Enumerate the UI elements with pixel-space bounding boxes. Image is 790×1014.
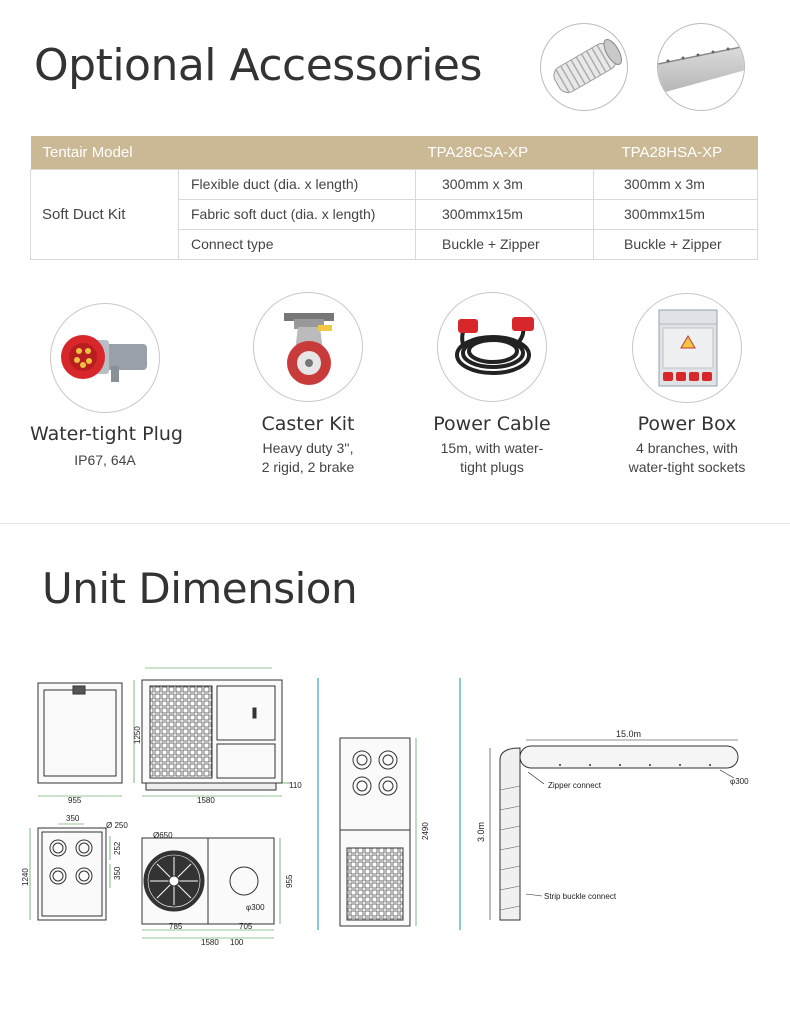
- top-view-left: [37, 827, 107, 921]
- row-label: Flexible duct (dia. x length): [178, 168, 416, 200]
- label-350: 350: [66, 814, 80, 823]
- section-divider: [0, 523, 790, 524]
- table-row: Fabric soft duct (dia. x length) 300mmx1…: [31, 198, 758, 230]
- label-diam-650: Ø650: [153, 831, 173, 840]
- item-sub-caster-2: 2 rigid, 2 brake: [261, 459, 355, 475]
- item-sub-cable-2: tight plugs: [460, 459, 524, 475]
- label-955: 955: [68, 796, 82, 805]
- label-3m: 3.0m: [476, 822, 486, 842]
- item-sub-plug: IP67, 64A: [74, 452, 136, 468]
- item-title-caster: Caster Kit: [261, 413, 355, 435]
- label-100: 100: [230, 938, 244, 947]
- top-view-fan: [141, 837, 275, 925]
- label-1580: 1580: [197, 796, 215, 805]
- header-model-a: TPA28CSA-XP: [415, 136, 594, 169]
- table-header-row: Tentair Model TPA28CSA-XP TPA28HSA-XP: [30, 136, 758, 169]
- item-sub-powerbox-2: water-tight sockets: [628, 459, 746, 475]
- unit-dimension-drawings: 955 1580 1250 110 350 Ø 250 252 350 1240: [21, 667, 749, 947]
- tall-side-view: [339, 737, 411, 927]
- label-252: 252: [113, 841, 122, 855]
- table-row: Connect type Buckle + Zipper Buckle + Zi…: [31, 228, 758, 260]
- spec-table: Tentair Model TPA28CSA-XP TPA28HSA-XP So…: [30, 136, 758, 260]
- label-1240: 1240: [21, 868, 30, 886]
- label-phi-300: φ300: [246, 903, 265, 912]
- label-phi-300b: φ300: [730, 777, 749, 786]
- label-785: 785: [169, 922, 183, 931]
- label-1250: 1250: [133, 726, 142, 744]
- label-zipper-connect: Zipper connect: [548, 781, 602, 790]
- row-value-b: 300mmx15m: [593, 198, 758, 230]
- item-title-cable: Power Cable: [433, 413, 551, 435]
- header-model-label: Tentair Model: [30, 136, 416, 169]
- row-value-a: 300mm x 3m: [415, 168, 594, 200]
- flexible-duct-photo: [540, 23, 628, 111]
- item-sub-caster-1: Heavy duty 3'',: [262, 440, 354, 456]
- label-110: 110: [289, 781, 302, 790]
- water-tight-plug-photo: [50, 303, 160, 413]
- header-model-b: TPA28HSA-XP: [593, 136, 758, 169]
- section-title-accessories: Optional Accessories: [34, 40, 482, 91]
- duct-drawing: [499, 745, 739, 921]
- table-row: Soft Duct Kit Flexible duct (dia. x leng…: [30, 168, 758, 260]
- item-sub-cable-1: 15m, with water-: [440, 440, 544, 456]
- label-705: 705: [239, 922, 253, 931]
- section-title-dimension: Unit Dimension: [42, 564, 358, 613]
- fabric-duct-photo: [657, 23, 745, 111]
- item-sub-powerbox-1: 4 branches, with: [636, 440, 738, 456]
- row-value-a: Buckle + Zipper: [415, 228, 594, 260]
- row-label: Fabric soft duct (dia. x length): [178, 198, 416, 230]
- label-955b: 955: [285, 874, 294, 888]
- group-label: Soft Duct Kit: [30, 168, 179, 260]
- power-cable-photo: [437, 292, 547, 402]
- label-1580b: 1580: [201, 938, 219, 947]
- power-box-photo: [632, 293, 742, 403]
- label-2490: 2490: [421, 822, 430, 840]
- caster-kit-photo: [253, 292, 363, 402]
- label-strip-buckle: Strip buckle connect: [544, 892, 617, 901]
- row-value-a: 300mmx15m: [415, 198, 594, 230]
- label-350b: 350: [113, 866, 122, 880]
- front-side-view: [37, 679, 283, 791]
- row-value-b: 300mm x 3m: [593, 168, 758, 200]
- label-diam-250: Ø 250: [106, 821, 128, 830]
- dimension-lines-top: [38, 667, 292, 797]
- row-label: Connect type: [178, 228, 416, 260]
- row-value-b: Buckle + Zipper: [593, 228, 758, 260]
- label-15m: 15.0m: [616, 729, 641, 739]
- item-title-powerbox: Power Box: [637, 413, 737, 435]
- item-title-plug: Water-tight Plug: [30, 423, 183, 445]
